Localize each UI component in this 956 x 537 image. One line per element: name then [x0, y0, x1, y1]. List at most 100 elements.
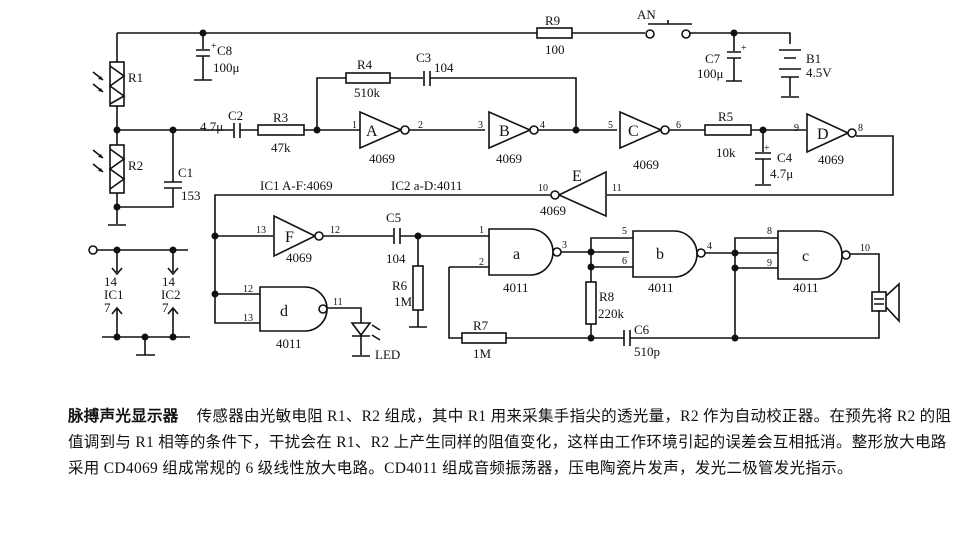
resistor-r3: R3 47k	[257, 110, 305, 155]
svg-text:6: 6	[676, 120, 681, 131]
nand-gate-a: a 1 2 3 4011	[448, 225, 629, 339]
svg-text:4069: 4069	[369, 151, 395, 166]
r7-label: R7	[473, 318, 489, 333]
svg-text:4: 4	[540, 120, 545, 131]
c8-value: 100μ	[213, 60, 240, 75]
svg-text:8: 8	[858, 123, 863, 134]
svg-text:4069: 4069	[286, 250, 312, 265]
piezo-speaker-icon	[871, 282, 900, 324]
svg-text:14: 14	[162, 274, 176, 289]
svg-text:5: 5	[622, 226, 627, 237]
svg-text:4: 4	[707, 241, 712, 252]
nand-gate-d: d 12 13 11 4011	[214, 284, 362, 351]
svg-text:IC1: IC1	[104, 287, 124, 302]
caption-title: 脉搏声光显示器	[68, 408, 179, 425]
r8-value: 220k	[598, 306, 625, 321]
resistor-r9: R9 100	[536, 13, 573, 57]
capacitor-c1: C1 153	[117, 126, 233, 208]
b1-value: 4.5V	[806, 65, 832, 80]
c1-value: 153	[181, 188, 201, 203]
top-rail	[117, 29, 791, 44]
svg-text:1: 1	[479, 225, 484, 236]
svg-text:11: 11	[333, 297, 343, 308]
inverter-e: E 10 11 4069	[214, 168, 622, 305]
c5-value: 104	[386, 251, 406, 266]
svg-text:a: a	[513, 246, 520, 263]
photoresistor-r2: R2	[92, 130, 143, 226]
c2-value: 4.7μ	[200, 119, 223, 134]
svg-text:9: 9	[794, 123, 799, 134]
svg-text:9: 9	[767, 258, 772, 269]
inverter-d: D 9 8 4069	[607, 112, 894, 196]
inverter-c: C 5 6 4069	[608, 110, 705, 172]
capacitor-c5: C5 104	[386, 210, 486, 266]
c3-value: 104	[434, 60, 454, 75]
r4-label: R4	[357, 57, 373, 72]
push-button-an: AN	[637, 7, 692, 39]
b1-label: B1	[806, 51, 821, 66]
c7-value: 100μ	[697, 66, 724, 81]
an-label: AN	[637, 7, 656, 22]
capacitor-c4: + C4 4.7μ	[755, 130, 793, 186]
svg-text:4011: 4011	[648, 280, 674, 295]
svg-text:B: B	[499, 123, 510, 140]
inverter-f: F 13 12 4069	[215, 214, 393, 265]
c1-label: C1	[178, 165, 193, 180]
feedback-r4-c3: R4 510k C3 104	[316, 50, 577, 130]
r7-value: 1M	[473, 346, 492, 361]
svg-text:12: 12	[243, 284, 253, 295]
photoresistor-r1: R1	[92, 33, 143, 130]
battery-b1: B1 4.5V	[779, 49, 832, 98]
svg-text:11: 11	[612, 183, 622, 194]
svg-text:8: 8	[767, 226, 772, 237]
c4-label: C4	[777, 150, 793, 165]
svg-text:12: 12	[330, 225, 340, 236]
c2-label: C2	[228, 108, 243, 123]
svg-text:4069: 4069	[540, 203, 566, 218]
circuit-schematic: R1 + C8 100μ R9 100 AN + C7 100μ B1 4.5V	[88, 7, 900, 362]
nand-gate-c: c 8 9 10 4011	[767, 226, 880, 295]
c6-value: 510p	[634, 344, 660, 359]
svg-text:3: 3	[562, 240, 567, 251]
svg-text:7: 7	[162, 300, 169, 315]
r5-value: 10k	[716, 145, 736, 160]
capacitor-c6: C6 510p	[623, 322, 735, 359]
svg-text:4069: 4069	[633, 157, 659, 172]
capacitor-c7: + C7 100μ	[697, 33, 747, 82]
svg-text:F: F	[285, 229, 294, 246]
svg-text:D: D	[817, 126, 829, 143]
svg-text:+: +	[211, 41, 217, 52]
svg-text:2: 2	[418, 120, 423, 131]
svg-text:13: 13	[256, 225, 266, 236]
led-label: LED	[375, 347, 400, 362]
svg-text:6: 6	[622, 256, 627, 267]
r2-label: R2	[128, 158, 143, 173]
ic-power-connections: 14 IC1 7 14 IC2 7	[88, 245, 190, 356]
resistor-r8: R8 220k	[585, 281, 625, 325]
r3-value: 47k	[271, 140, 291, 155]
inverter-b: B 3 4 4069	[478, 110, 617, 166]
svg-text:d: d	[280, 303, 288, 320]
capacitor-c2: C2 4.7μ	[200, 108, 258, 138]
capacitor-c8: + C8 100μ	[194, 33, 240, 81]
c7-label: C7	[705, 51, 721, 66]
c4-value: 4.7μ	[770, 166, 793, 181]
r1-label: R1	[128, 70, 143, 85]
svg-text:2: 2	[479, 257, 484, 268]
ic2-note: IC2 a-D:4011	[391, 178, 462, 193]
r4-value: 510k	[354, 85, 381, 100]
c5-label: C5	[386, 210, 401, 225]
inverter-a: A 1 2 4069	[352, 110, 485, 166]
r9-label: R9	[545, 13, 560, 28]
r3-label: R3	[273, 110, 288, 125]
svg-text:7: 7	[104, 300, 111, 315]
r6-label: R6	[392, 278, 408, 293]
svg-text:5: 5	[608, 120, 613, 131]
resistor-r6: R6 1M	[392, 236, 427, 328]
svg-text:+: +	[764, 143, 770, 154]
caption-body: 传感器由光敏电阻 R1、R2 组成，其中 R1 用来采集手指尖的透光量，R2 作…	[68, 408, 952, 477]
svg-text:+: +	[741, 43, 747, 54]
c3-label: C3	[416, 50, 431, 65]
svg-text:4011: 4011	[793, 280, 819, 295]
led: LED	[350, 322, 400, 362]
